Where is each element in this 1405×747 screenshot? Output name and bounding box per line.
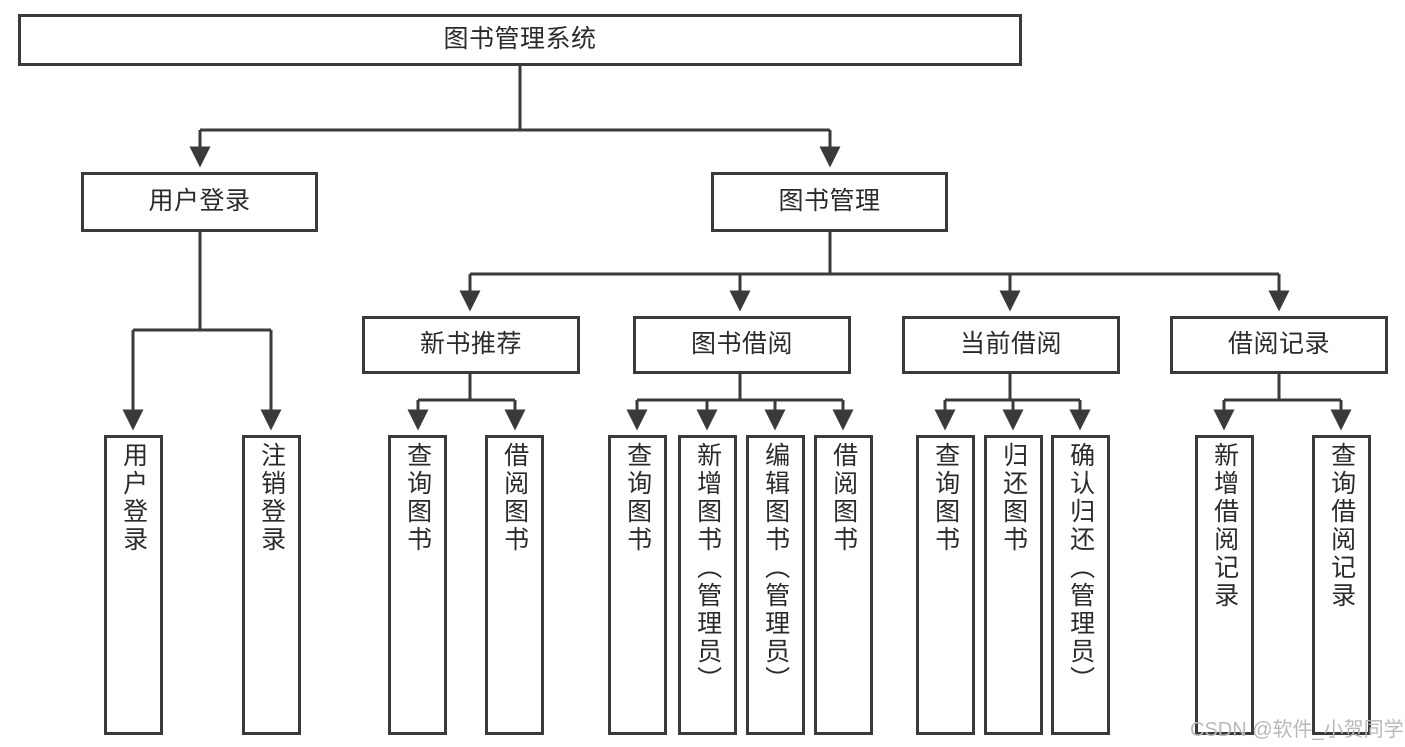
node-new-book-recommendation[interactable]: 新书推荐 <box>362 316 580 374</box>
watermark: CSDN @软件_小贺同学 <box>1190 719 1404 741</box>
node-label: 查询图书 <box>403 442 432 554</box>
node-label: 编辑图书（管理员） <box>761 442 790 694</box>
leaf-borrow-book-newbook[interactable]: 借阅图书 <box>485 435 544 735</box>
node-label: 用户登录 <box>148 187 251 216</box>
node-label: 借阅图书 <box>829 442 858 554</box>
node-label: 新书推荐 <box>419 330 522 359</box>
node-label: 查询图书 <box>931 442 960 554</box>
node-root-book-management-system[interactable]: 图书管理系统 <box>18 14 1022 66</box>
leaf-edit-book-admin[interactable]: 编辑图书（管理员） <box>746 435 805 735</box>
leaf-add-borrow-record[interactable]: 新增借阅记录 <box>1195 435 1254 735</box>
node-label: 新增借阅记录 <box>1210 442 1239 610</box>
leaf-return-book[interactable]: 归还图书 <box>984 435 1043 735</box>
node-user-login[interactable]: 用户登录 <box>81 172 318 232</box>
leaf-add-book-admin[interactable]: 新增图书（管理员） <box>678 435 737 735</box>
node-label: 图书借阅 <box>690 330 793 359</box>
node-label: 确认归还（管理员） <box>1066 442 1095 694</box>
node-book-borrowing[interactable]: 图书借阅 <box>633 316 851 374</box>
node-label: 注销登录 <box>257 442 286 554</box>
leaf-user-login[interactable]: 用户登录 <box>104 435 163 735</box>
leaf-borrow-book[interactable]: 借阅图书 <box>814 435 873 735</box>
node-label: 图书管理系统 <box>443 25 597 54</box>
leaf-query-book-borrow[interactable]: 查询图书 <box>608 435 667 735</box>
leaf-query-book-current[interactable]: 查询图书 <box>916 435 975 735</box>
node-book-management[interactable]: 图书管理 <box>711 172 948 232</box>
leaf-query-book-newbook[interactable]: 查询图书 <box>388 435 447 735</box>
node-label: 用户登录 <box>119 442 148 554</box>
node-label: 当前借阅 <box>959 330 1062 359</box>
node-label: 图书管理 <box>778 187 881 216</box>
node-current-borrowing[interactable]: 当前借阅 <box>902 316 1120 374</box>
node-label: 借阅图书 <box>500 442 529 554</box>
node-label: 查询图书 <box>623 442 652 554</box>
node-borrowing-record[interactable]: 借阅记录 <box>1170 316 1388 374</box>
leaf-query-borrow-record[interactable]: 查询借阅记录 <box>1312 435 1371 735</box>
leaf-confirm-return-admin[interactable]: 确认归还（管理员） <box>1051 435 1110 735</box>
node-label: 归还图书 <box>999 442 1028 554</box>
node-label: 新增图书（管理员） <box>693 442 722 694</box>
node-label: 查询借阅记录 <box>1327 442 1356 610</box>
leaf-logout[interactable]: 注销登录 <box>242 435 301 735</box>
node-label: 借阅记录 <box>1227 330 1330 359</box>
